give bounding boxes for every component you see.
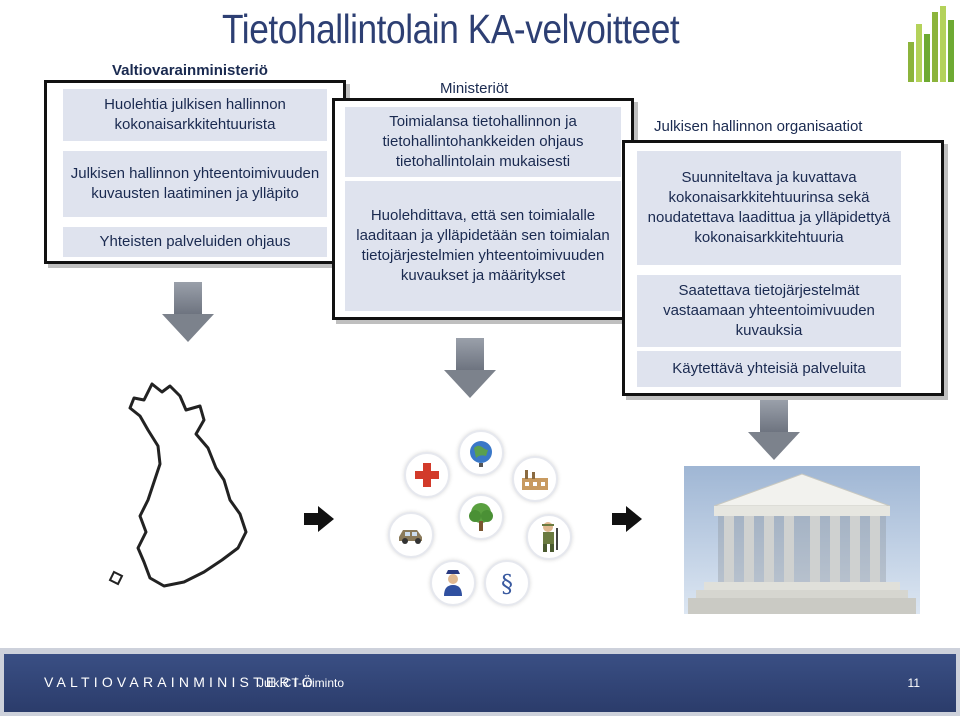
right-panel: Suunniteltava ja kuvattava kokonaisarkki… bbox=[622, 140, 944, 396]
left-panel: Huolehtia julkisen hallinnon kokonaisark… bbox=[44, 80, 346, 264]
factory-icon bbox=[512, 456, 558, 502]
left-item-1: Huolehtia julkisen hallinnon kokonaisark… bbox=[63, 89, 327, 141]
right-item-2: Saatettava tietojärjestelmät vastaamaan … bbox=[637, 275, 901, 347]
footer-text: JulkICT-toiminto bbox=[258, 676, 345, 690]
right-item-1: Suunniteltava ja kuvattava kokonaisarkki… bbox=[637, 151, 901, 265]
car-icon bbox=[388, 512, 434, 558]
down-arrow-icon bbox=[748, 400, 800, 462]
right-column-label: Julkisen hallinnon organisaatiot bbox=[654, 118, 863, 135]
middle-panel: Toimialansa tietohallinnon ja tietohalli… bbox=[332, 98, 634, 320]
left-column-label: Valtiovarainministeriö bbox=[112, 62, 268, 79]
right-arrow-icon bbox=[304, 506, 334, 532]
middle-item-2: Huolehdittava, että sen toimialalle laad… bbox=[345, 181, 621, 311]
page-title: Tietohallintolain KA-velvoitteet bbox=[222, 6, 680, 52]
police-icon bbox=[430, 560, 476, 606]
soldier-icon bbox=[526, 514, 572, 560]
footer: VALTIOVARAINMINISTERIÖ JulkICT-toiminto … bbox=[0, 648, 960, 716]
bars-logo-icon bbox=[906, 4, 958, 82]
tree-icon bbox=[458, 494, 504, 540]
down-arrow-icon bbox=[444, 338, 496, 400]
right-arrow-icon bbox=[612, 506, 642, 532]
globe-icon bbox=[458, 430, 504, 476]
law-paragraph-icon: § bbox=[484, 560, 530, 606]
left-item-3: Yhteisten palveluiden ohjaus bbox=[63, 227, 327, 257]
svg-text:§: § bbox=[501, 570, 513, 598]
left-item-2: Julkisen hallinnon yhteentoimivuuden kuv… bbox=[63, 151, 327, 217]
footer-brand: VALTIOVARAINMINISTERIÖ bbox=[44, 674, 317, 690]
page-number: 11 bbox=[907, 676, 920, 690]
middle-column-label: Ministeriöt bbox=[440, 80, 509, 97]
finland-map-icon bbox=[108, 382, 248, 588]
health-cross-icon bbox=[404, 452, 450, 498]
right-item-3: Käytettävä yhteisiä palveluita bbox=[637, 351, 901, 387]
courthouse-image bbox=[684, 466, 920, 614]
middle-item-1: Toimialansa tietohallinnon ja tietohalli… bbox=[345, 107, 621, 177]
down-arrow-icon bbox=[162, 282, 214, 344]
